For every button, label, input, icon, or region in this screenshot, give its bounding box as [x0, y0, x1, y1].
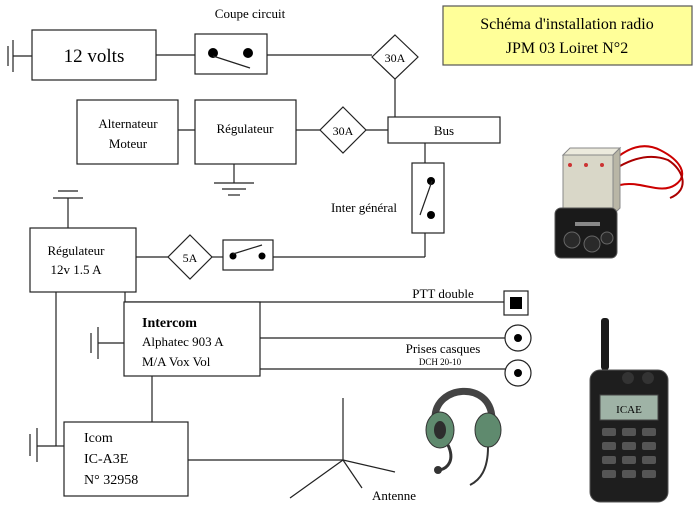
handheld-radio-picture: ICAE [589, 318, 669, 503]
title-line-1: Schéma d'installation radio [480, 16, 654, 33]
alternator-label-1: Alternateur [98, 116, 158, 131]
regulator-12v-ground-symbol [53, 190, 83, 228]
fuse-alternator-label: 30A [333, 124, 354, 138]
prises-casques-label: Prises casques [406, 341, 481, 356]
regulator-top-box [194, 99, 297, 165]
ptt-label: PTT double [412, 286, 474, 301]
radio-display-glyphs: ICAE [616, 404, 642, 416]
ptt-connector [503, 290, 529, 316]
regulator-switch [222, 239, 274, 271]
antenna-label: Antenne [372, 488, 416, 503]
fuse-regulator-label: 5A [183, 251, 198, 265]
battery-box [31, 29, 157, 81]
dch-label: DCH 20-10 [419, 357, 462, 367]
bus-label: Bus [434, 123, 454, 138]
regulator-ground-symbol [214, 164, 254, 196]
title-box [442, 5, 693, 66]
fuse-regulator [167, 234, 213, 280]
icom-ground-symbol [29, 428, 56, 462]
inter-general-label: Inter général [331, 200, 397, 215]
icom-label-2: IC-A3E [84, 452, 128, 467]
icom-label-3: N° 32958 [84, 473, 138, 488]
headset-jack-2 [504, 359, 532, 387]
battery-ground-symbol [7, 40, 32, 72]
icom-box [63, 421, 189, 497]
regulator-top-label: Régulateur [216, 121, 274, 136]
fuse-main-label: 30A [385, 51, 406, 65]
regulator-12v-box [29, 227, 137, 293]
battery-label: 12 volts [64, 46, 125, 67]
antenna-symbol [289, 398, 396, 499]
coupe-circuit-switch [194, 33, 268, 75]
intercom-ground-symbol [90, 327, 124, 359]
alternator-label-2: Moteur [109, 136, 148, 151]
regulator-12v-label-1: Régulateur [47, 243, 105, 258]
coupe-circuit-label: Coupe circuit [215, 6, 286, 21]
intercom-device-picture [554, 145, 684, 259]
intercom-label-2: Alphatec 903 A [142, 334, 224, 349]
title-line-2: JPM 03 Loiret N°2 [506, 40, 628, 57]
headset-jack-1 [504, 324, 532, 352]
icom-label-1: Icom [84, 431, 113, 446]
intercom-box [123, 301, 261, 377]
alternator-box [76, 99, 179, 165]
intercom-label-1: Intercom [142, 316, 197, 331]
inter-general-switch [411, 162, 445, 234]
intercom-label-3: M/A Vox Vol [142, 354, 211, 369]
fuse-alternator [319, 106, 367, 154]
headset-picture [425, 387, 502, 486]
bus-box [387, 116, 501, 144]
regulator-12v-label-2: 12v 1.5 A [51, 262, 103, 277]
